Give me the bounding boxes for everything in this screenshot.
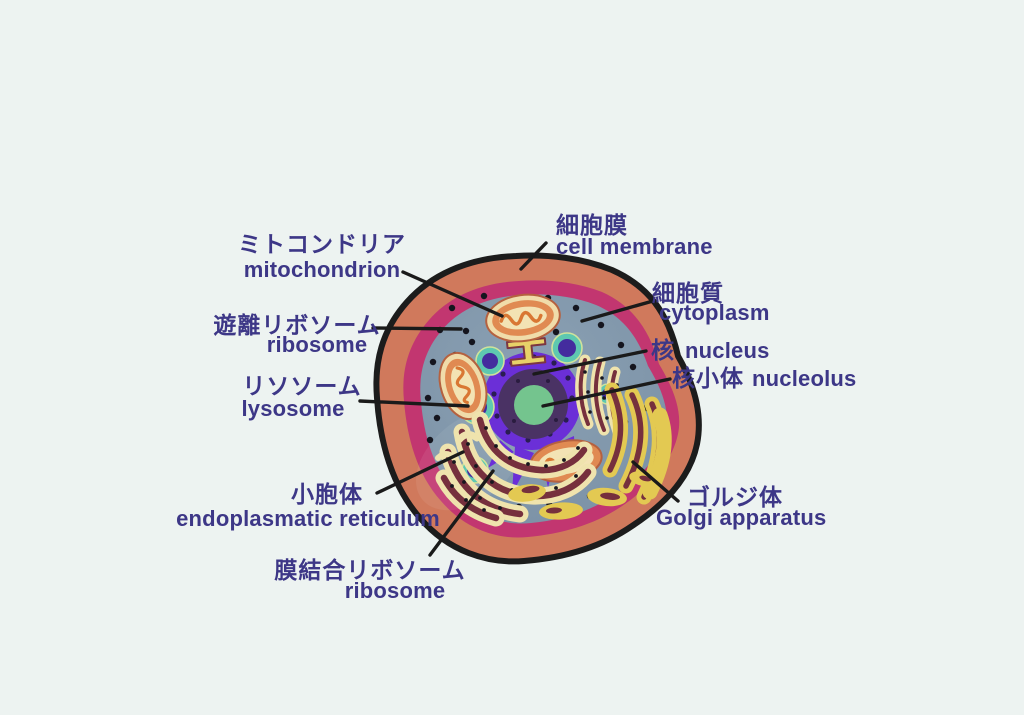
leader-nucleolus [541, 377, 672, 408]
leader-cell-membrane [519, 241, 548, 271]
label-nucleus: 核 nucleus [651, 337, 770, 363]
label-bound-ribosome-jp: 膜結合リボソーム [274, 557, 465, 583]
label-cell-membrane-jp: 細胞膜 [556, 212, 628, 238]
label-er-en: endoplasmatic reticulum [176, 506, 440, 531]
label-free-ribosome-jp: 遊離リボソーム [213, 312, 380, 338]
label-mitochondrion-en: mitochondrion [244, 257, 401, 282]
leader-mitochondrion [401, 270, 504, 318]
label-cytoplasm-jp: 細胞質 [652, 280, 724, 306]
label-free-ribosome-en: ribosome [267, 332, 368, 357]
label-nucleolus-jp: 核小体 [672, 365, 744, 391]
inner-nucleus-dots [512, 379, 558, 423]
label-golgi-jp: ゴルジ体 [687, 484, 783, 510]
label-golgi-en: Golgi apparatus [656, 505, 826, 530]
label-mitochondrion-jp: ミトコンドリア [238, 231, 406, 257]
leader-golgi [631, 460, 680, 503]
leader-lysosome [358, 399, 470, 408]
nucleolus-shape [514, 385, 554, 425]
label-lysosome-jp: リソソーム [242, 373, 361, 399]
leader-nucleus [532, 349, 648, 376]
label-lysosome-en: lysosome [241, 396, 344, 421]
label-cell-membrane-en: cell membrane [556, 234, 713, 259]
lysosome-1 [475, 346, 505, 376]
nucleus-shape [483, 352, 581, 450]
label-nucleus-en: nucleus [685, 338, 770, 363]
label-er-jp: 小胞体 [291, 481, 363, 507]
leader-er [375, 450, 465, 495]
label-bound-ribosome-en: ribosome [345, 578, 446, 603]
label-cytoplasm-en: cytoplasm [659, 300, 770, 325]
label-nucleolus: 核小体 nucleolus [672, 365, 857, 391]
label-nucleolus-en: nucleolus [752, 366, 857, 391]
leader-lines [358, 241, 680, 557]
leader-free-ribosome [371, 326, 463, 331]
leader-bound-ribosome [428, 469, 495, 557]
leader-cytoplasm [580, 299, 655, 323]
labels: ミトコンドリア mitochondrion 細胞膜 cell membrane … [176, 212, 856, 603]
mitochondrion-1 [485, 293, 561, 343]
label-nucleus-jp: 核 [651, 337, 675, 363]
centriole-shape [505, 337, 547, 367]
lysosome-2 [551, 332, 583, 364]
